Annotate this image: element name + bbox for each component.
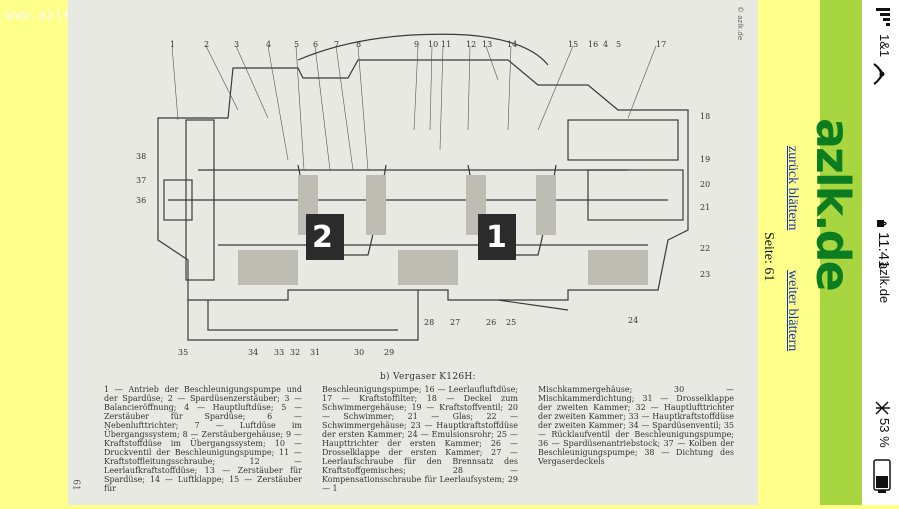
callout-label: 25 [506,318,517,327]
callout-label: 20 [700,180,711,189]
back-link[interactable]: zurück blättern [785,146,800,231]
callout-label: 19 [700,155,711,164]
status-bar: 1&1 11:41 azlk.de 53 % [862,0,899,505]
callout-label: 30 [354,348,365,357]
callout-label: 17 [656,40,667,49]
callout-label: 34 [248,348,259,357]
callout-label: 4 [266,40,272,49]
callout-label: 24 [628,316,639,325]
chamber-2-label: 2 [312,220,333,255]
callout-label: 21 [700,203,711,212]
callout-label: 2 [204,40,210,49]
wifi-icon [873,63,885,85]
callout-label: 14 [507,40,518,49]
lock-icon [877,220,887,227]
forward-link[interactable]: weiter blättern [785,270,800,352]
battery-percent: 53 % [877,418,892,448]
callout-label: 18 [700,112,711,121]
callout-label: 28 [424,318,435,327]
callout-label: 9 [414,40,420,49]
callout-label: 38 [136,152,147,161]
url-label[interactable]: azlk.de [877,262,892,304]
bluetooth-icon [875,401,890,415]
callout-label: 13 [482,40,493,49]
callout-label: 36 [136,196,147,205]
callout-label: 12 [466,40,477,49]
carrier-label: 1&1 [877,34,892,58]
callout-label: 16 [588,40,599,49]
callout-label: 26 [486,318,497,327]
scan-corner-mark: © azlk.de [736,6,744,41]
signal-icon [876,8,890,26]
callout-label: 11 [441,40,452,49]
callout-label: 29 [384,348,395,357]
scanned-page-image: 1 2 3 4 5 6 7 8 9 10 11 12 13 14 15 16 4… [68,0,758,505]
callout-label: 22 [700,244,711,253]
callout-label: 15 [568,40,579,49]
callout-label: 5 [616,40,622,49]
callout-label: 5 [294,40,300,49]
site-logo[interactable]: azlk.de [806,118,860,290]
callout-label: 3 [234,40,240,49]
figure-caption-title: b) Vergaser K126H: [380,372,476,382]
callout-label: 33 [274,348,285,357]
caption-column-3: Mischkammergehäuse; 30 — Mischkammerdich… [538,385,734,466]
callout-label: 31 [310,348,321,357]
chamber-1-label: 1 [486,220,507,255]
callout-label: 7 [334,40,340,49]
callout-label: 6 [313,40,319,49]
callout-label: 23 [700,270,711,279]
callout-label: 4 [603,40,609,49]
left-margin [0,0,68,505]
logo-panel [820,0,862,505]
callout-label: 32 [290,348,301,357]
page-navigation [758,0,820,505]
battery-icon [873,459,891,493]
page-indicator: Seite: 61 [761,232,776,282]
callout-label: 1 [170,40,176,49]
carburetor-diagram [157,33,689,341]
callout-label: 27 [450,318,461,327]
caption-column-1: 1 — Antrieb der Beschleunigungspumpe und… [104,385,302,493]
callout-label: 10 [428,40,439,49]
callout-label: 8 [356,40,362,49]
caption-column-2: Beschleunigungspumpe; 16 — Leerlaufluftd… [322,385,518,493]
callout-label: 37 [136,176,147,185]
printed-page-number: 61 [70,479,81,491]
status-icons [873,8,891,493]
callout-label: 35 [178,348,189,357]
